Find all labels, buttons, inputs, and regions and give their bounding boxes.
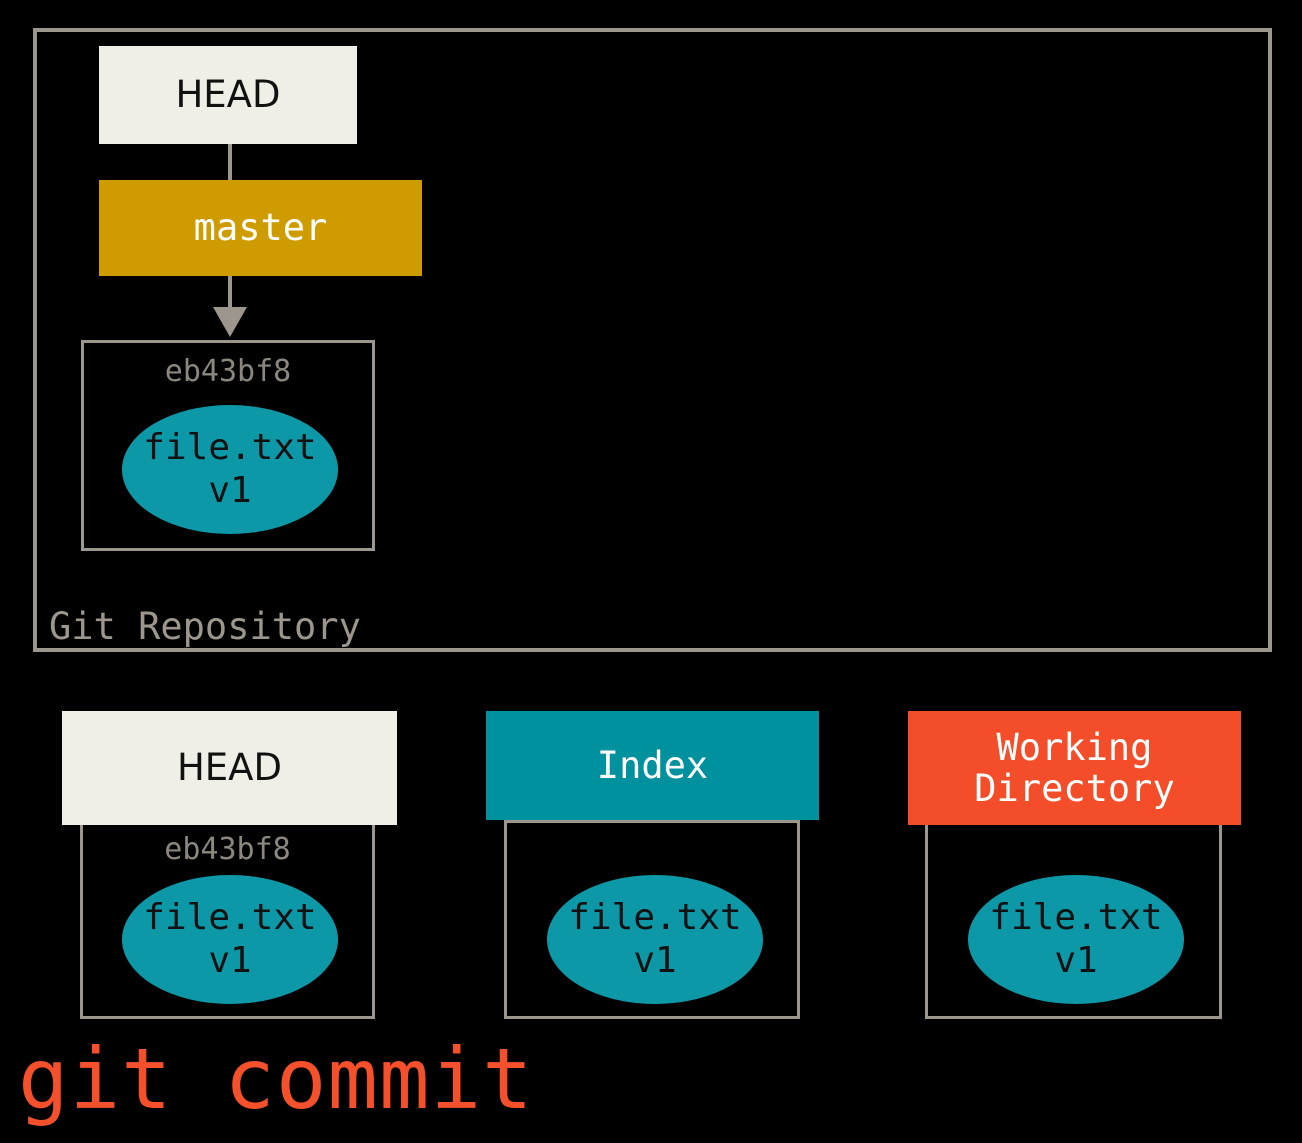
area-header-head-label: HEAD xyxy=(176,746,282,790)
connector-head-to-master xyxy=(228,144,232,181)
repo-master-label: master xyxy=(193,206,328,250)
git-repository-frame xyxy=(33,28,1272,652)
git-repository-label: Git Repository xyxy=(49,605,361,648)
area-body-head: eb43bf8 file.txt v1 xyxy=(80,820,375,1019)
command-caption: git commit xyxy=(18,1030,534,1128)
area-workdir-file-version: v1 xyxy=(1054,939,1098,981)
area-header-working-directory: Working Directory xyxy=(908,711,1241,825)
area-index-file-version: v1 xyxy=(633,939,677,981)
area-head-file-name: file.txt xyxy=(143,897,317,939)
repo-commit-box: eb43bf8 file.txt v1 xyxy=(81,340,375,551)
arrowhead-master-to-commit xyxy=(213,307,247,337)
connector-master-to-commit xyxy=(228,276,232,308)
area-workdir-file-name: file.txt xyxy=(989,897,1163,939)
repo-master-box: master xyxy=(99,180,422,276)
repo-commit-file-version: v1 xyxy=(208,469,252,511)
area-body-index: file.txt v1 xyxy=(504,820,800,1019)
repo-commit-file-blob: file.txt v1 xyxy=(122,405,338,534)
repo-head-label: HEAD xyxy=(175,73,281,117)
area-head-sha: eb43bf8 xyxy=(164,832,291,867)
area-index-file-blob: file.txt v1 xyxy=(547,875,763,1004)
area-header-index-label: Index xyxy=(596,743,709,787)
area-head-file-version: v1 xyxy=(208,939,252,981)
area-workdir-file-blob: file.txt v1 xyxy=(968,875,1184,1004)
area-head-file-blob: file.txt v1 xyxy=(122,875,338,1004)
area-body-working-directory: file.txt v1 xyxy=(925,820,1222,1019)
area-header-head: HEAD xyxy=(62,711,397,825)
repo-commit-sha: eb43bf8 xyxy=(164,354,292,389)
repo-head-box: HEAD xyxy=(99,46,357,144)
area-header-index: Index xyxy=(486,711,819,820)
repo-commit-file-name: file.txt xyxy=(143,427,317,469)
area-index-file-name: file.txt xyxy=(568,897,742,939)
area-header-working-directory-label: Working Directory xyxy=(974,725,1175,810)
